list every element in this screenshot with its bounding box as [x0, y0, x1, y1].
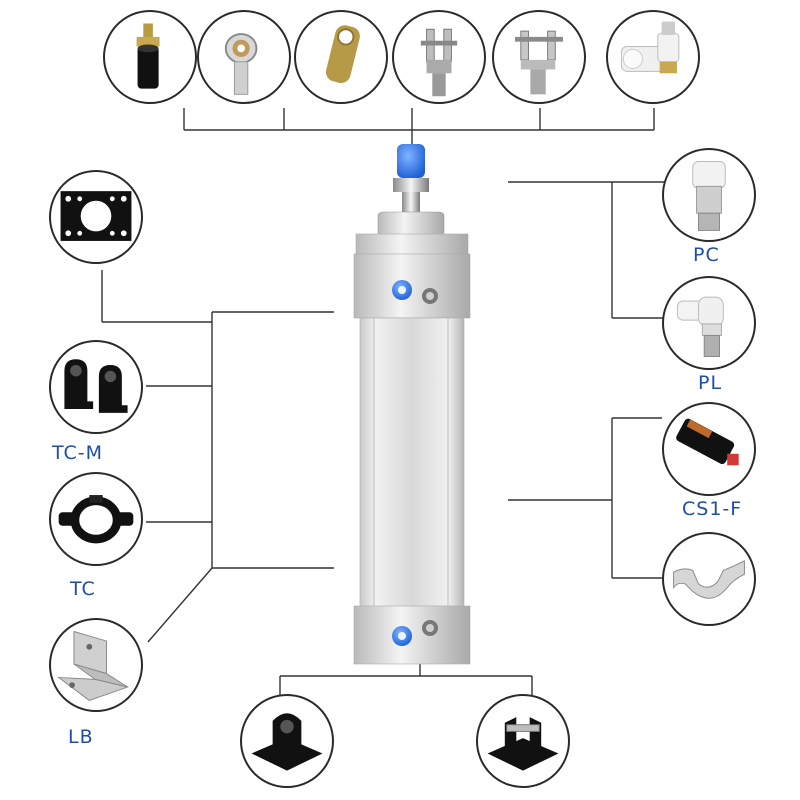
magnetic-switch-circle — [662, 402, 756, 496]
trunnion-ring-icon — [58, 495, 134, 544]
trunnion-mount-icon — [64, 359, 128, 413]
tc-m-label: TC-M — [52, 442, 104, 464]
switch-clamp-circle — [662, 532, 756, 626]
single-knuckle-circle — [392, 10, 486, 104]
magnetic-switch-icon — [676, 418, 739, 466]
rod-end-bearing-icon — [224, 33, 258, 95]
foot-bracket-circle — [49, 618, 143, 712]
floating-joint-circle — [103, 10, 197, 104]
clevis-icon — [515, 30, 563, 95]
rod-end-bearing-circle — [197, 10, 291, 104]
flow-control-valve-icon — [620, 21, 680, 74]
push-in-fitting-circle — [662, 148, 756, 242]
trunnion-mount-circle — [49, 340, 143, 434]
switch-clamp-icon — [673, 560, 745, 599]
flange-plate-circle — [49, 170, 143, 264]
tc-label: TC — [70, 578, 96, 600]
elbow-fitting-circle — [662, 276, 756, 370]
trunnion-ring-circle — [49, 472, 143, 566]
pl-label: PL — [698, 372, 723, 394]
clevis-mount-circle — [476, 694, 570, 788]
cs1-f-label: CS1-F — [682, 498, 743, 520]
rod-eye-icon — [325, 25, 360, 83]
flow-control-valve-circle — [606, 10, 700, 104]
pneumatic-cylinder — [353, 144, 471, 665]
pc-label: PC — [693, 244, 720, 266]
floating-joint-icon — [136, 23, 160, 89]
single-ear-mount-circle — [240, 694, 334, 788]
push-in-fitting-icon — [692, 161, 726, 231]
flange-plate-icon — [60, 191, 132, 241]
foot-bracket-icon — [57, 630, 130, 701]
single-ear-mount-icon — [251, 713, 323, 771]
lb-label: LB — [68, 726, 94, 748]
clevis-mount-icon — [487, 717, 559, 771]
elbow-fitting-icon — [676, 296, 724, 357]
rod-eye-circle — [294, 10, 388, 104]
single-knuckle-icon — [420, 28, 458, 97]
clevis-circle — [492, 10, 586, 104]
